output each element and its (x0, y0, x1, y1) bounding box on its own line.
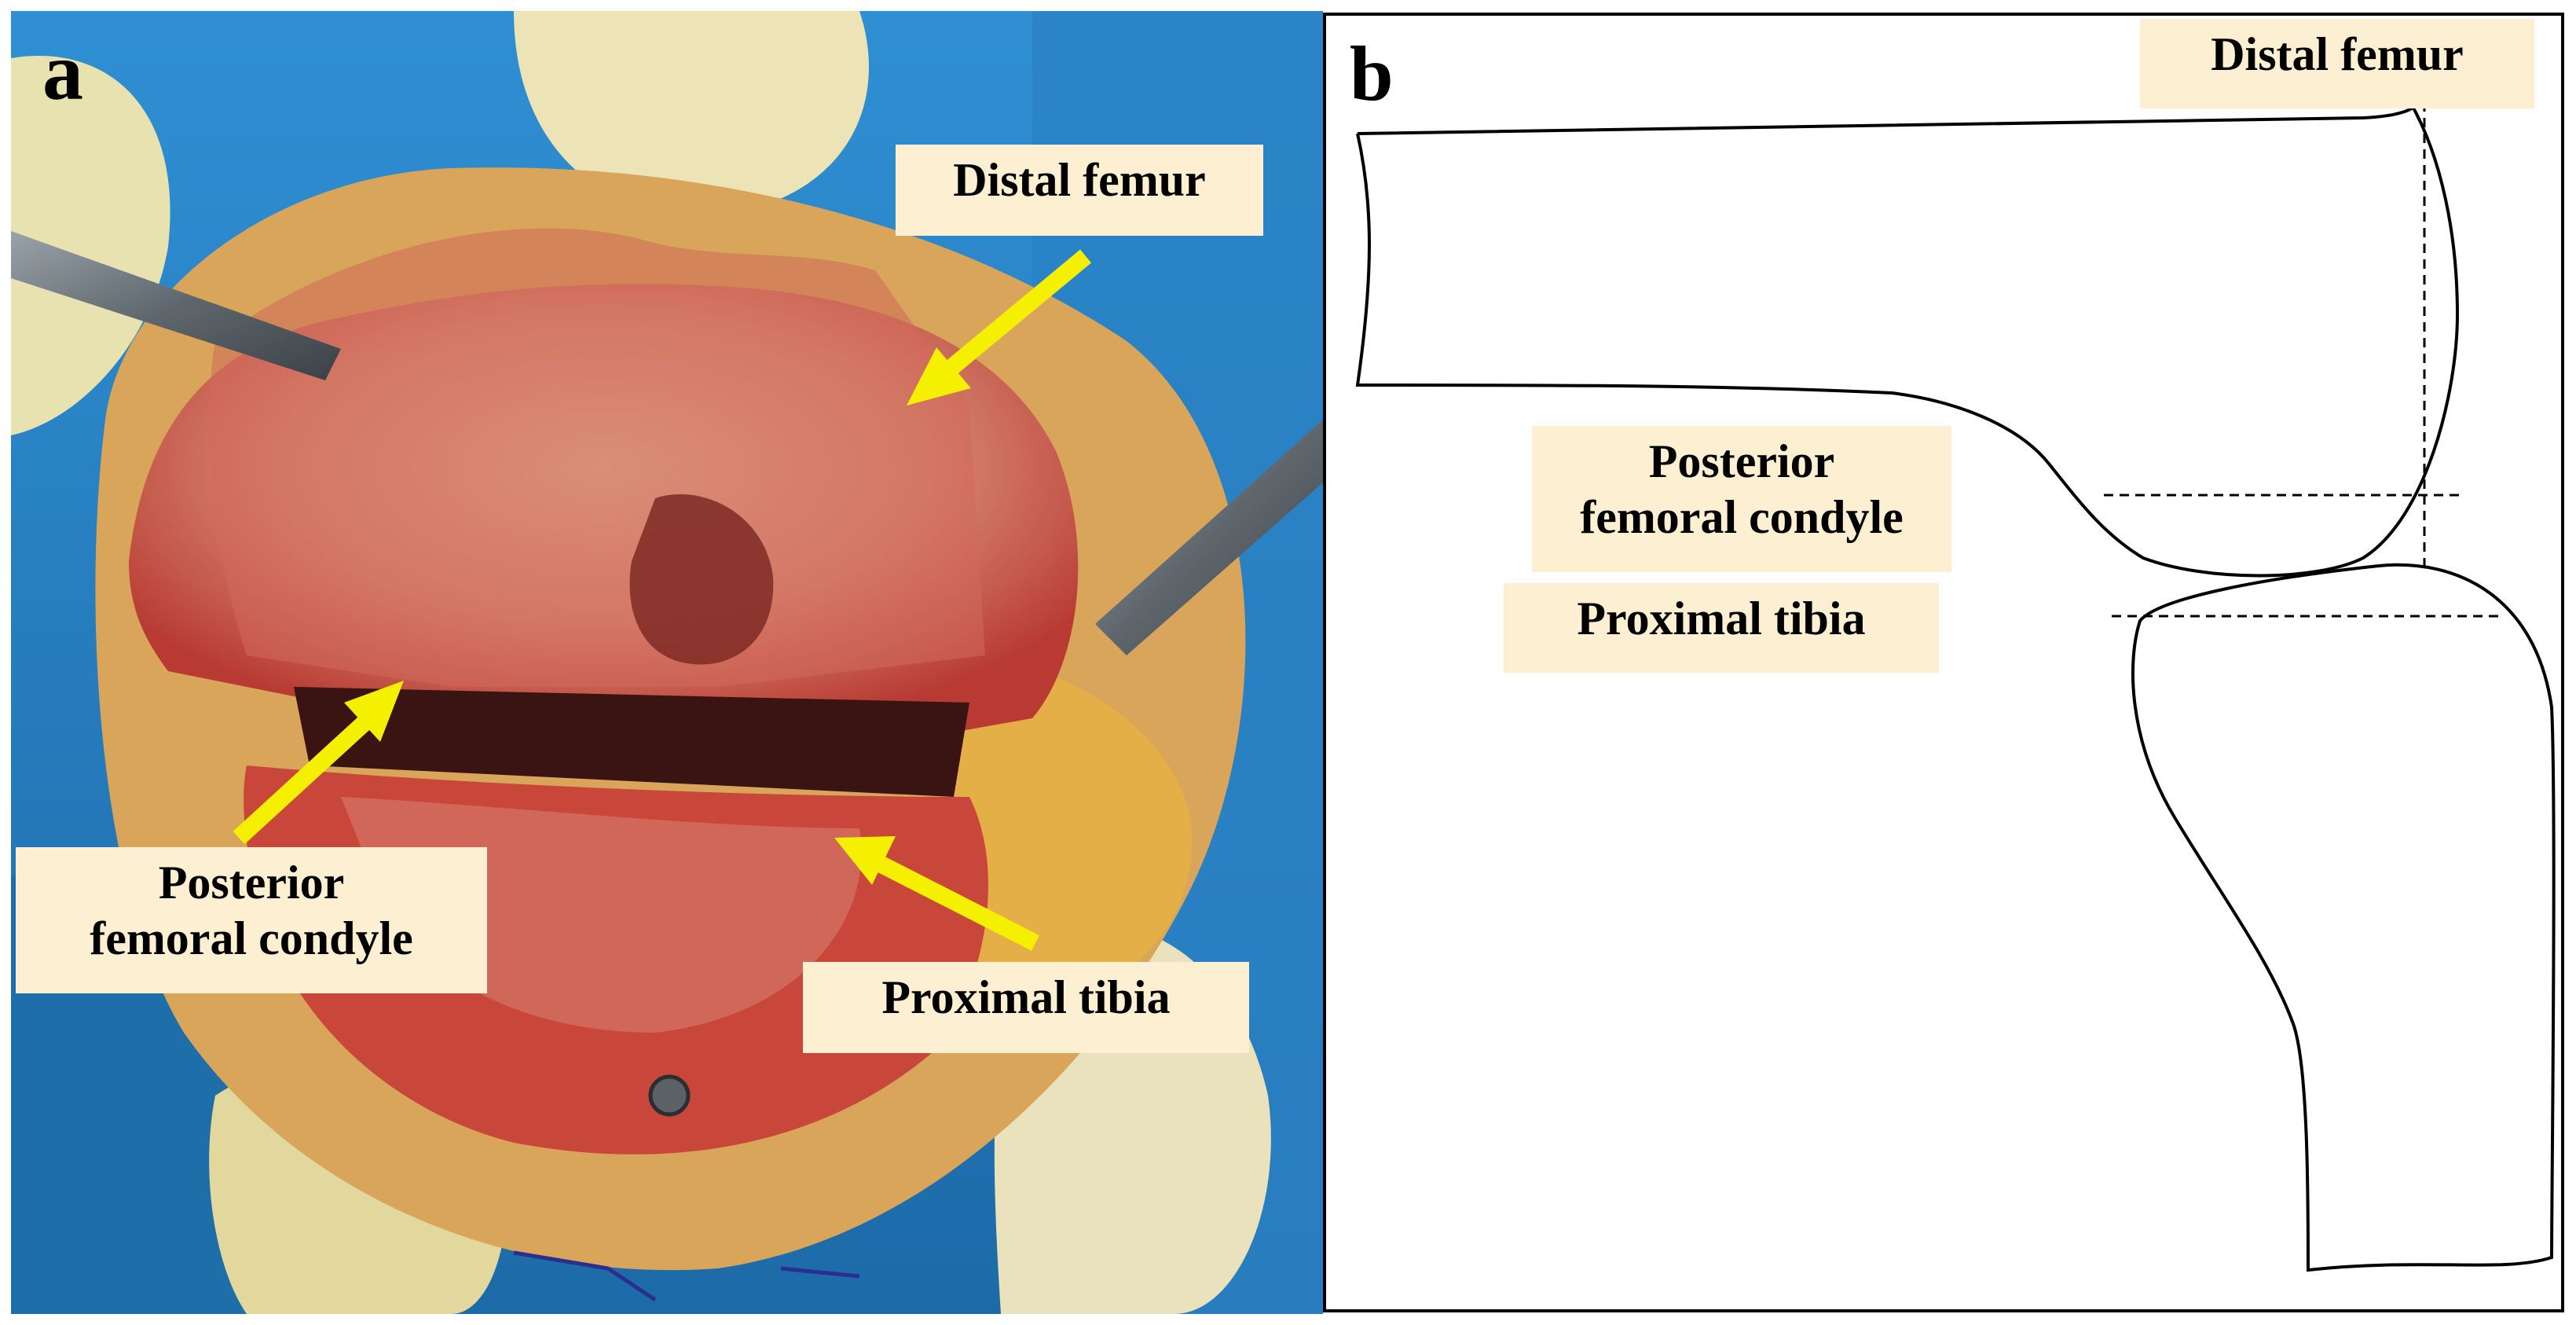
label-distal-femur: Distal femur (896, 145, 1263, 236)
label-proximal-tibia: Proximal tibia (803, 962, 1249, 1053)
glove-top (514, 11, 869, 216)
photo-panel: a Distal femur Posterior femoral condyle… (11, 11, 1323, 1314)
joint-gap (294, 687, 969, 797)
label-posterior-condyle-sketch: Posterior femoral condyle (1532, 426, 1951, 572)
femur-outline (1355, 101, 2460, 578)
glove-left (11, 56, 170, 435)
arrow-distal-femur (907, 249, 1092, 406)
arrow-posterior-condyle (233, 681, 404, 845)
panel-letter-b: b (1350, 30, 1394, 117)
label-distal-femur-sketch: Distal femur (2140, 19, 2534, 108)
panel-letter-a: a (42, 27, 83, 117)
retractor-instrument (11, 231, 341, 380)
bone-screw (648, 1074, 691, 1117)
scalpel-instrument (1095, 420, 1323, 655)
sketch-panel: b Distal femur Posterior femoral condyle… (1323, 13, 2564, 1312)
tibia-outline (2131, 563, 2556, 1272)
label-posterior-condyle: Posterior femoral condyle (16, 847, 487, 993)
arrow-proximal-tibia (834, 836, 1039, 951)
label-proximal-tibia-sketch: Proximal tibia (1504, 583, 1939, 673)
